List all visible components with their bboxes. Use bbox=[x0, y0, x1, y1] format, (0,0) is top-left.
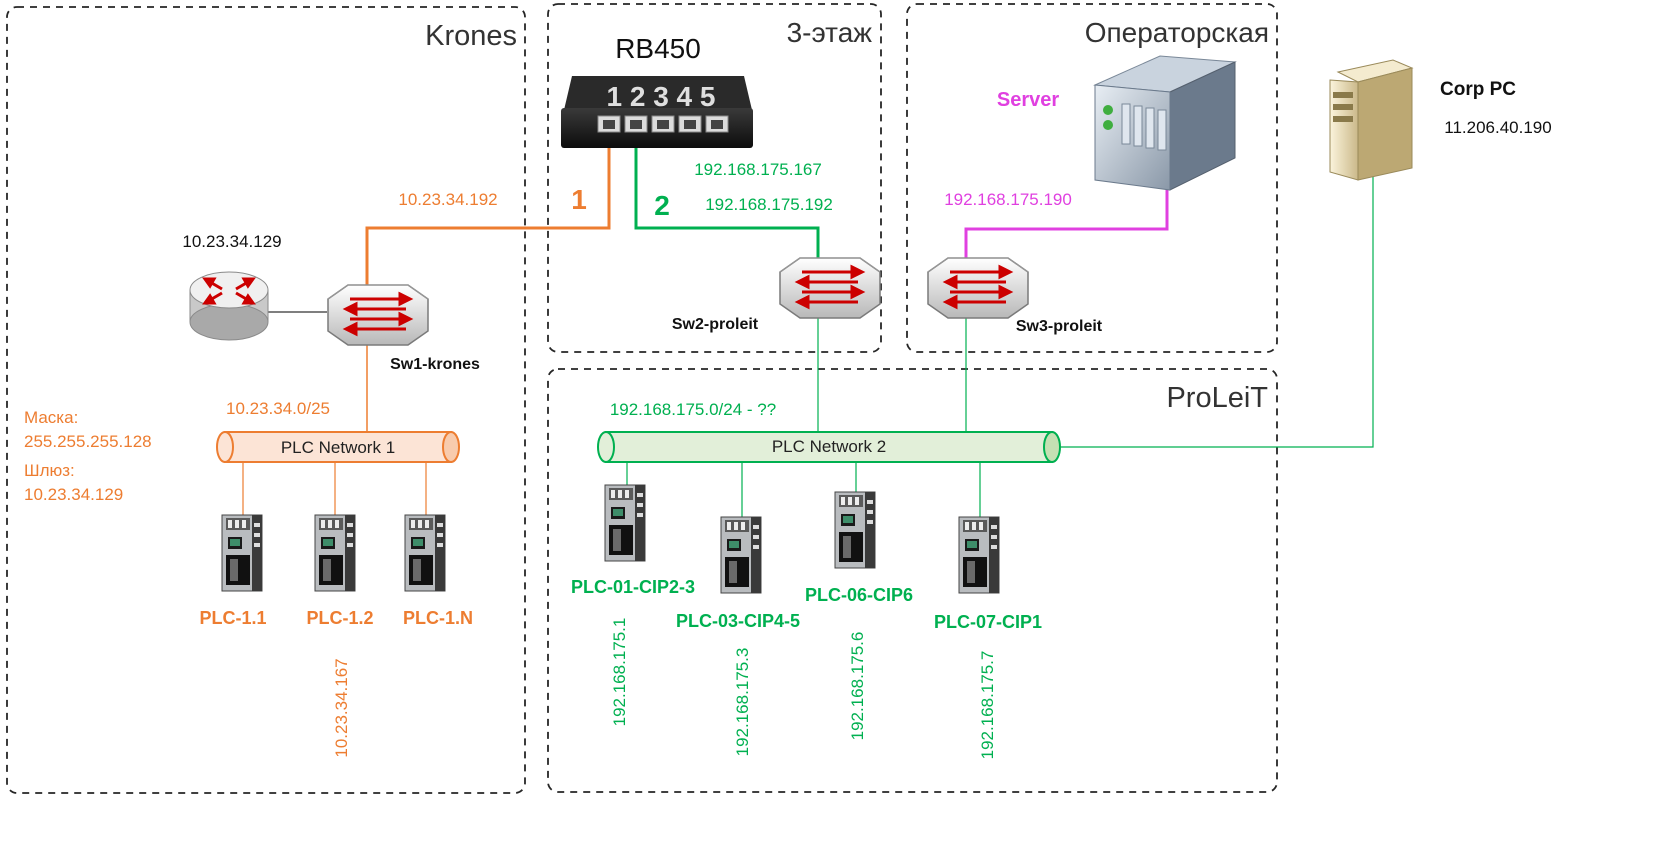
plc-01-icon bbox=[604, 484, 646, 562]
zone-title-proleit: ProLeiT bbox=[1166, 382, 1268, 414]
server-ip: 192.168.175.190 bbox=[944, 190, 1072, 209]
corp-pc-icon bbox=[1329, 59, 1414, 181]
server-label: Server bbox=[997, 89, 1059, 111]
proleit-subnet: 192.168.175.0/24 - ?? bbox=[610, 400, 776, 419]
link-2-number: 2 bbox=[654, 190, 670, 221]
krones-router-icon bbox=[189, 271, 269, 341]
plc-07-icon bbox=[958, 516, 1000, 594]
plc-06-ip: 192.168.175.6 bbox=[848, 632, 867, 741]
plc-1-2-ip: 10.23.34.167 bbox=[332, 658, 351, 757]
plc-06-label: PLC-06-CIP6 bbox=[805, 585, 913, 605]
port2-ip-a: 192.168.175.167 bbox=[694, 160, 822, 179]
server-icon bbox=[1093, 55, 1237, 191]
link-2-line bbox=[634, 145, 820, 262]
rb450-router-icon bbox=[561, 76, 753, 148]
plc-03-ip: 192.168.175.3 bbox=[733, 648, 752, 757]
zone-floor3 bbox=[547, 3, 882, 353]
plc-network-2-label: PLC Network 2 bbox=[772, 437, 886, 456]
plc-network-1-label: PLC Network 1 bbox=[281, 438, 395, 457]
sw1-label: Sw1-krones bbox=[390, 356, 480, 373]
sw3-switch-icon bbox=[926, 256, 1030, 320]
corp-pc-ip: 11.206.40.190 bbox=[1444, 118, 1551, 137]
corp-pc-label: Corp PC bbox=[1440, 79, 1516, 100]
gateway-value: 10.23.34.129 bbox=[24, 485, 123, 504]
router-port-numbers: 1 2 3 4 5 bbox=[607, 81, 716, 112]
plc-07-ip: 192.168.175.7 bbox=[978, 651, 997, 760]
zone-title-krones: Krones bbox=[425, 20, 517, 52]
plc-1-1-icon bbox=[221, 514, 263, 592]
link-1-line bbox=[365, 145, 611, 288]
plc-07-label: PLC-07-CIP1 bbox=[934, 612, 1042, 632]
gateway-label: Шлюз: bbox=[24, 461, 75, 480]
plc-01-label: PLC-01-CIP2-3 bbox=[571, 577, 695, 597]
mask-value: 255.255.255.128 bbox=[24, 432, 152, 451]
krones-router-ip: 10.23.34.129 bbox=[182, 232, 281, 251]
port2-ip-b: 192.168.175.192 bbox=[705, 195, 833, 214]
plc-1-n-icon bbox=[404, 514, 446, 592]
sw2-switch-icon bbox=[778, 256, 882, 320]
krones-uplink-ip: 10.23.34.192 bbox=[398, 190, 497, 209]
server-link-line bbox=[964, 180, 1169, 262]
plc-03-icon bbox=[720, 516, 762, 594]
corp-pc-link-line bbox=[1058, 162, 1374, 448]
sw3-label: Sw3-proleit bbox=[1016, 318, 1103, 335]
zone-operator bbox=[906, 3, 1278, 353]
zone-title-operator: Операторская bbox=[1085, 17, 1269, 48]
mask-label: Маска: bbox=[24, 408, 78, 427]
plc-1-n-label: PLC-1.N bbox=[403, 608, 473, 628]
router-model-label: RB450 bbox=[615, 33, 701, 64]
plc-06-icon bbox=[834, 491, 876, 569]
sw1-switch-icon bbox=[326, 283, 430, 347]
zone-proleit bbox=[547, 368, 1278, 793]
plc-1-2-icon bbox=[314, 514, 356, 592]
link-1-number: 1 bbox=[571, 184, 587, 215]
plc-network-1-pipe bbox=[216, 431, 460, 463]
krones-subnet: 10.23.34.0/25 bbox=[226, 399, 330, 418]
plc-03-label: PLC-03-CIP4-5 bbox=[676, 611, 800, 631]
plc-1-2-label: PLC-1.2 bbox=[306, 608, 373, 628]
zone-krones bbox=[6, 6, 526, 794]
plc-1-1-label: PLC-1.1 bbox=[199, 608, 266, 628]
plc-01-ip: 192.168.175.1 bbox=[610, 618, 629, 727]
zone-title-floor3: 3-этаж bbox=[787, 17, 873, 48]
sw2-label: Sw2-proleit bbox=[672, 316, 759, 333]
plc-network-2-pipe bbox=[597, 431, 1061, 463]
